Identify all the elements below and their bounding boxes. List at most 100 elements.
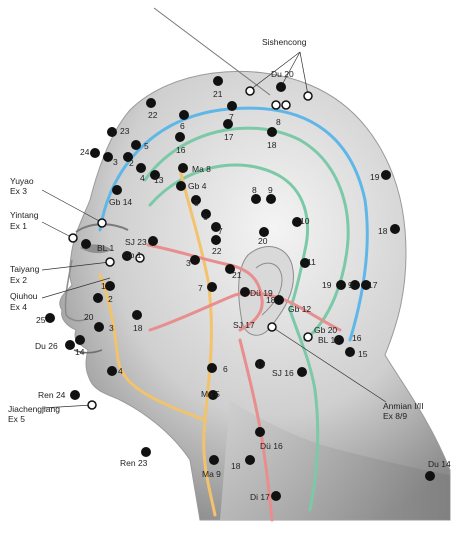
label-9b: 9 — [268, 185, 273, 195]
label-5a: 5 — [144, 141, 149, 151]
point-7-top — [227, 101, 237, 111]
label-du19: Dü 19 — [250, 288, 273, 298]
stomach-meridian-face — [98, 273, 207, 422]
ear — [238, 246, 294, 336]
label-19b: 19 — [322, 280, 332, 290]
point-gb-small — [135, 253, 145, 263]
point-20 — [259, 227, 269, 237]
label-jiachengjiang: Jiachengjiang — [8, 404, 60, 414]
point-gb4 — [176, 181, 186, 191]
point-17c — [361, 280, 371, 290]
point-19b — [336, 280, 346, 290]
label-du14: Du 14 — [428, 459, 451, 469]
point-yintang — [68, 233, 78, 243]
label-17d: 17 — [256, 360, 266, 370]
point-du26 — [65, 340, 75, 350]
label-16b: 16 — [352, 333, 362, 343]
point-17-top — [223, 119, 233, 129]
label-22b: 22 — [212, 246, 222, 256]
label-qiuhou: Qiuhou — [10, 291, 38, 301]
point-19-right — [381, 170, 391, 180]
point-jiachengjiang — [87, 400, 97, 410]
label-18a: 18 — [267, 140, 277, 150]
label-3c: 3 — [186, 258, 191, 268]
label-sj23: SJ 23 — [125, 237, 147, 247]
point-5 — [131, 140, 141, 150]
label-22: 22 — [148, 110, 158, 120]
point-25 — [45, 313, 55, 323]
point-13 — [150, 170, 160, 180]
label-di17: Di 17 — [250, 492, 270, 502]
point-anmian-a — [267, 322, 277, 332]
gallbladder-meridian-outer — [143, 126, 350, 342]
label-8b: 8 — [252, 185, 257, 195]
point-2 — [123, 152, 133, 162]
point-sj16 — [297, 367, 307, 377]
point-4 — [136, 163, 146, 173]
point-5b — [191, 195, 201, 205]
label-20b: 20 — [84, 312, 94, 322]
leader-lines — [41, 51, 387, 409]
label-9c: 9 — [348, 280, 353, 290]
label-7c: 7 — [198, 283, 203, 293]
label-17c: 17 — [368, 280, 378, 290]
needle — [153, 7, 271, 96]
point-sishencong-d — [271, 100, 281, 110]
point-11 — [300, 258, 310, 268]
label-ma5: Ma 5 — [201, 389, 220, 399]
label-24: 24 — [80, 147, 90, 157]
label-4a: 4 — [140, 173, 145, 183]
label-gb1: Gb 1 — [123, 250, 142, 260]
label-10: 10 — [300, 216, 310, 226]
label-25: 25 — [36, 315, 46, 325]
point-du19 — [240, 287, 250, 297]
point-di17 — [271, 491, 281, 501]
point-yuyao — [97, 218, 107, 228]
point-sishencong-a — [245, 86, 255, 96]
label-ex2: Ex 2 — [10, 275, 27, 285]
point-du20-a — [276, 82, 286, 92]
gallbladder-meridian-lower — [288, 308, 320, 512]
label-taiyang: Taiyang — [10, 264, 40, 274]
point-2b — [93, 293, 103, 303]
label-du26: Du 26 — [35, 341, 58, 351]
point-23 — [107, 127, 117, 137]
point-bl1 — [81, 239, 91, 249]
label-18c: 18 — [266, 295, 276, 305]
point-18d — [132, 310, 142, 320]
extra-points — [68, 86, 313, 410]
label-18d: 18 — [133, 323, 143, 333]
small-intestine-meridian — [148, 291, 342, 332]
point-16-top — [175, 132, 185, 142]
label-gb14: Gb 14 — [109, 197, 132, 207]
point-22b — [211, 235, 221, 245]
label-3d: 3 — [109, 323, 114, 333]
point-du14 — [425, 471, 435, 481]
label-ex5: Ex 5 — [8, 414, 25, 424]
nose — [64, 259, 89, 322]
point-ma5 — [208, 390, 218, 400]
acupoints — [45, 76, 435, 501]
point-9b — [266, 194, 276, 204]
ear-inner — [255, 262, 283, 316]
neck-shading — [220, 400, 450, 520]
point-3d — [94, 322, 104, 332]
label-ma8: Ma 8 — [192, 164, 211, 174]
label-du20: Du 20 — [271, 69, 294, 79]
point-4b — [107, 366, 117, 376]
label-7a: 7 — [229, 112, 234, 122]
point-7c — [207, 282, 217, 292]
label-21: 21 — [213, 89, 223, 99]
bladder-meridian — [98, 106, 369, 342]
label-15: 15 — [358, 349, 368, 359]
point-sishencong-c — [303, 91, 313, 101]
label-sj17: SJ 17 — [233, 320, 255, 330]
point-21-top — [213, 76, 223, 86]
label-gb12: Gb 12 — [288, 304, 311, 314]
point-ren24 — [70, 390, 80, 400]
mouth — [73, 349, 103, 354]
label-bl1: BL 1 — [97, 243, 114, 253]
label-3a: 3 — [113, 157, 118, 167]
neck-meridian — [238, 338, 274, 522]
